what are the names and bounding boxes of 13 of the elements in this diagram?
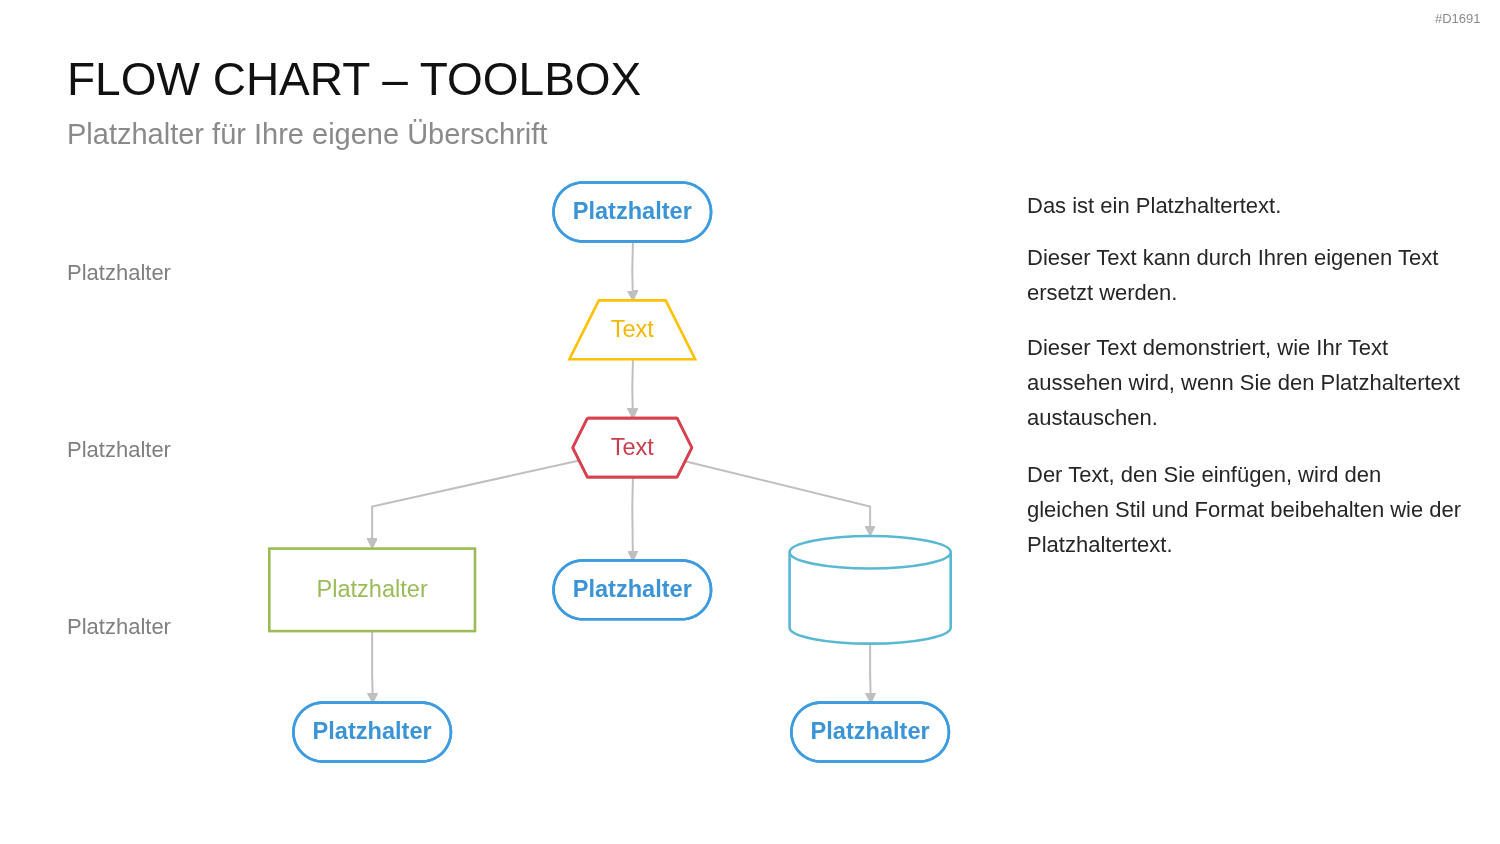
paragraph: Dieser Text demonstriert, wie Ihr Text aussehen wird, wenn Sie den Platzhaltertext austauschen. bbox=[1027, 334, 1461, 433]
node-cylinder bbox=[788, 534, 952, 645]
subtitle: Platzhalter für Ihre eigene Überschrift bbox=[67, 118, 548, 151]
paragraph: Der Text, den Sie einfügen, wird den gleichen Stil und Format beibehalten wie der Platzhaltertext. bbox=[1027, 461, 1463, 560]
paragraph: Dieser Text kann durch Ihren eigenen Text ersetzt werden. bbox=[1027, 244, 1440, 308]
row-label: Platzhalter bbox=[67, 260, 171, 286]
paragraph: Das ist ein Platzhaltertext. bbox=[1027, 192, 1283, 220]
row-label: Platzhalter bbox=[67, 614, 171, 640]
slide-id: #D1691 bbox=[1435, 11, 1481, 26]
row-label: Platzhalter bbox=[67, 437, 171, 463]
title: FLOW CHART – TOOLBOX bbox=[67, 52, 642, 106]
node-box: Platzhalter bbox=[268, 547, 477, 633]
arrow bbox=[684, 460, 876, 537]
